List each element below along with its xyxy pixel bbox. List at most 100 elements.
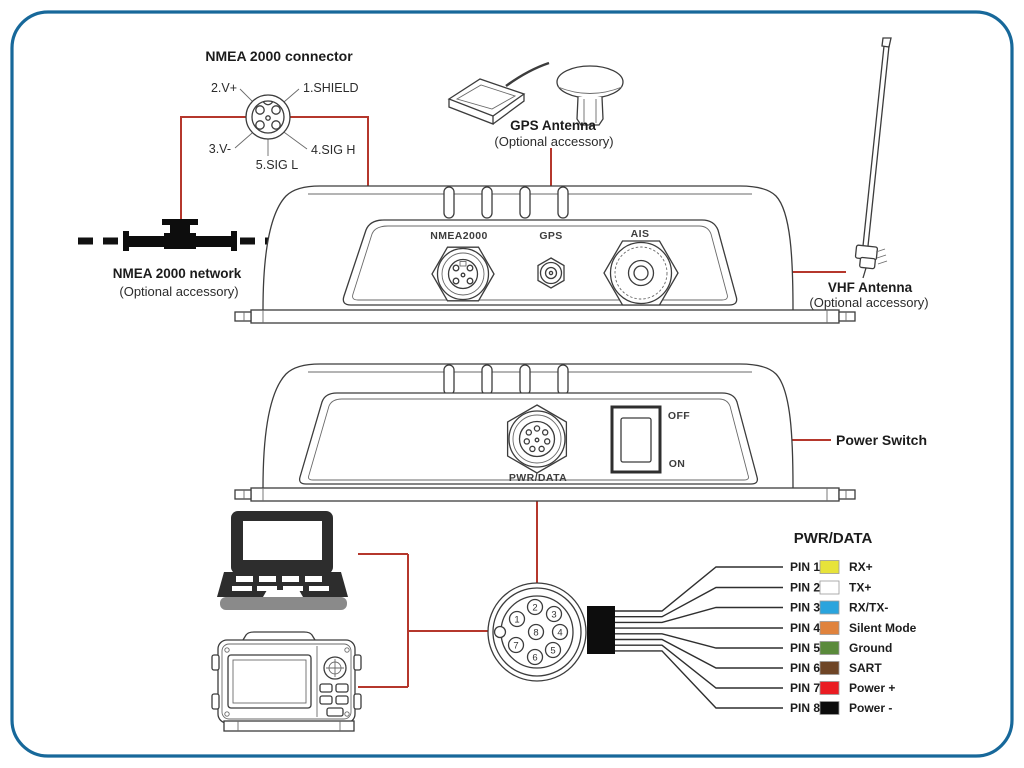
chartplotter-button[interactable]	[335, 695, 349, 705]
chartplotter-body	[217, 639, 356, 724]
legend-row-3: PIN 3 RX/TX-	[790, 601, 888, 615]
legend-color-swatch	[819, 701, 840, 715]
nmea-connector-title: NMEA 2000 connector	[205, 48, 353, 64]
legend-pin-name: PIN 7	[790, 681, 820, 695]
nmea-network-title: NMEA 2000 network	[113, 266, 242, 281]
legend-pin-name: PIN 6	[790, 661, 820, 675]
laptop-touchpad	[263, 590, 303, 597]
cooling-rib	[519, 186, 531, 219]
legend-color-swatch	[819, 661, 840, 675]
cooling-rib	[519, 364, 531, 396]
pinout-pins: 1 2 3 4 5 6 7 8	[507, 598, 569, 666]
laptop	[217, 511, 348, 610]
legend-row-6: PIN 6 SART	[790, 661, 882, 675]
legend-signal: Silent Mode	[849, 621, 917, 635]
callout-devices-junction	[358, 553, 489, 688]
vhf-antenna-group: VHF Antenna (Optional accessory)	[809, 37, 929, 310]
legend-signal: Power -	[849, 701, 892, 715]
cable-assembly	[587, 566, 783, 709]
pin-5	[265, 115, 271, 121]
gps-port	[537, 257, 565, 289]
nmea-network-subtitle: (Optional accessory)	[119, 284, 238, 299]
nmea2000-port-label: NMEA2000	[430, 230, 487, 242]
legend-row-1: PIN 1 RX+	[790, 560, 873, 574]
nmea2000-network: NMEA 2000 network (Optional accessory)	[78, 219, 296, 299]
device-rear-view: NMEA2000 GPS AIS	[234, 185, 856, 324]
power-switch-rocker[interactable]	[620, 417, 652, 463]
mounting-base	[250, 309, 840, 324]
pinout-number-7: 7	[513, 641, 518, 652]
pin4-label: 4.SIG H	[311, 143, 355, 157]
cooling-rib	[443, 186, 455, 219]
switch-off-label: OFF	[668, 410, 690, 422]
cooling-rib	[557, 186, 569, 219]
legend-signal: Ground	[849, 641, 892, 655]
cable-connector-block	[587, 606, 615, 654]
vhf-whip	[862, 45, 885, 247]
legend-color-swatch	[819, 641, 840, 655]
pin1-label: 1.SHIELD	[303, 81, 359, 95]
legend-pin-name: PIN 3	[790, 601, 820, 615]
gps-port-label: GPS	[539, 230, 562, 242]
nmea2000-connector-pinout: NMEA 2000 connector 2.V+ 1.SHIELD 3.V- 4…	[205, 48, 358, 172]
chartplotter-button[interactable]	[335, 683, 349, 693]
legend-pin-name: PIN 2	[790, 581, 820, 595]
pwr-data-pinout: 1 2 3 4 5 6 7 8	[487, 582, 587, 682]
connector-inner-ring	[251, 100, 285, 134]
legend-row-7: PIN 7 Power +	[790, 681, 895, 695]
legend-color-swatch	[819, 681, 840, 695]
legend-row-8: PIN 8 Power -	[790, 701, 892, 715]
laptop-keys	[232, 576, 329, 597]
gps-antenna-group: GPS Antenna (Optional accessory)	[447, 61, 624, 149]
legend-color-swatch	[819, 621, 840, 635]
gps-antenna-subtitle: (Optional accessory)	[494, 134, 613, 149]
cooling-rib	[481, 364, 493, 396]
chartplotter-button[interactable]	[319, 683, 333, 693]
legend-pin-name: PIN 1	[790, 560, 820, 574]
legend-pin-name: PIN 4	[790, 621, 820, 635]
pinout-number-5: 5	[550, 646, 555, 657]
legend-pin-name: PIN 5	[790, 641, 820, 655]
cooling-rib	[557, 364, 569, 396]
legend-row-2: PIN 2 TX+	[790, 581, 871, 595]
legend-color-swatch	[819, 560, 840, 574]
pinout-keyway	[493, 625, 507, 639]
pinout-number-6: 6	[532, 653, 537, 664]
legend-row-4: PIN 4 Silent Mode	[790, 621, 917, 635]
t-connector	[123, 219, 237, 251]
legend-signal: Power +	[849, 681, 895, 695]
ais-port-label: AIS	[631, 228, 650, 240]
pin2-label: 2.V+	[211, 81, 237, 95]
legend-signal: TX+	[849, 581, 871, 595]
legend-signal: RX+	[849, 560, 873, 574]
pinout-number-1: 1	[514, 615, 519, 626]
chartplotter-button[interactable]	[326, 707, 344, 717]
ais-port	[603, 240, 679, 306]
chartplotter-mount	[223, 720, 355, 732]
pinout-number-4: 4	[557, 628, 562, 639]
pin3-label: 3.V-	[209, 142, 231, 156]
wire-pin7	[615, 644, 783, 689]
legend-signal: RX/TX-	[849, 601, 888, 615]
laptop-screen	[243, 521, 322, 560]
vhf-antenna-title: VHF Antenna	[828, 280, 913, 295]
pin-2	[255, 105, 265, 115]
pin-4	[271, 120, 281, 130]
power-switch[interactable]	[610, 405, 662, 474]
cooling-rib	[443, 364, 455, 396]
page-border	[10, 10, 1014, 758]
wire-pin8	[615, 650, 783, 709]
mounting-base	[250, 487, 840, 502]
wire-pin3	[615, 606, 783, 624]
chartplotter-button[interactable]	[319, 695, 333, 705]
connector-keyway	[262, 101, 274, 106]
cooling-rib	[481, 186, 493, 219]
legend-signal: SART	[849, 661, 882, 675]
callout-nmea-network	[180, 116, 247, 219]
legend-row-5: PIN 5 Ground	[790, 641, 892, 655]
pinout-number-2: 2	[532, 603, 537, 614]
device-front-view: PWR/DATA OFF ON Power Switch	[234, 363, 927, 502]
vhf-antenna-subtitle: (Optional accessory)	[809, 295, 928, 310]
chartplotter-dpad[interactable]	[323, 656, 347, 680]
